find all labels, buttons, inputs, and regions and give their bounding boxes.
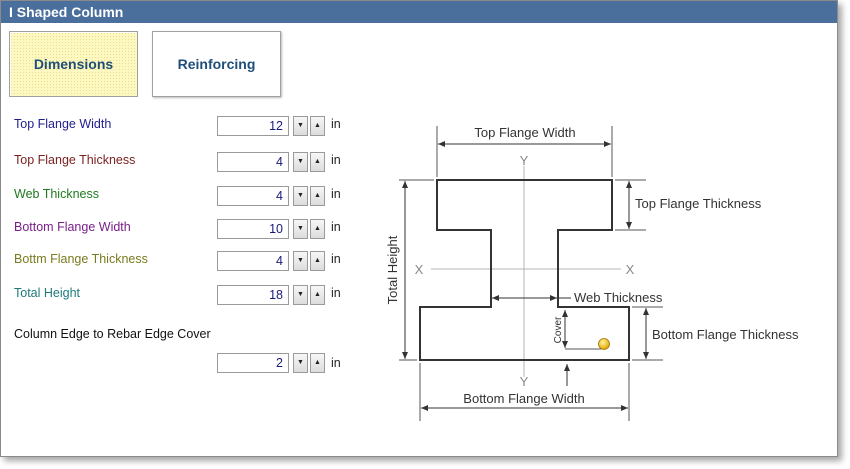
top-flange-width-increment[interactable]: ▲ (310, 116, 325, 136)
x-axis-label-left: X (415, 262, 424, 277)
bottom-flange-width-decrement[interactable]: ▼ (293, 219, 308, 239)
total-height-decrement[interactable]: ▼ (293, 285, 308, 305)
top-flange-thickness-input[interactable]: 4 (217, 152, 289, 172)
cover-unit: in (331, 356, 341, 370)
i-section-outline (419, 179, 630, 361)
top-flange-width-label: Top Flange Width (14, 117, 112, 131)
bottom-flange-thickness-decrement[interactable]: ▼ (293, 251, 308, 271)
bottom-flange-width-label: Bottom Flange Width (14, 220, 131, 234)
cover-input[interactable]: 2 (217, 353, 289, 373)
cover-increment[interactable]: ▲ (310, 353, 325, 373)
top-flange-width-decrement[interactable]: ▼ (293, 116, 308, 136)
i-section-diagram: Top Flange Width Top Flange Thickness To… (385, 125, 799, 421)
top-flange-thickness-label: Top Flange Thickness (14, 153, 136, 167)
total-height-label: Total Height (14, 286, 81, 300)
top-flange-thickness-unit: in (331, 153, 341, 167)
tab-dimensions[interactable]: Dimensions (9, 31, 138, 97)
cover-caption: Cover (553, 316, 564, 343)
top-flange-width-caption: Top Flange Width (474, 125, 575, 140)
bottom-flange-thickness-caption: Bottom Flange Thickness (652, 327, 799, 342)
bottom-flange-thickness-increment[interactable]: ▲ (310, 251, 325, 271)
web-thickness-label: Web Thickness (14, 187, 99, 201)
bottom-flange-width-input[interactable]: 10 (217, 219, 289, 239)
bottom-flange-width-caption: Bottom Flange Width (463, 391, 584, 406)
web-thickness-caption: Web Thickness (574, 290, 663, 305)
top-flange-thickness-caption: Top Flange Thickness (635, 196, 762, 211)
web-thickness-input[interactable]: 4 (217, 186, 289, 206)
top-flange-thickness-decrement[interactable]: ▼ (293, 152, 308, 172)
bottom-flange-thickness-label: Bottm Flange Thickness (14, 252, 148, 266)
bottom-flange-width-unit: in (331, 220, 341, 234)
total-height-input[interactable]: 18 (217, 285, 289, 305)
rebar-icon (598, 338, 610, 350)
tab-reinforcing[interactable]: Reinforcing (152, 31, 281, 97)
window-title: I Shaped Column (9, 4, 124, 20)
bottom-flange-thickness-unit: in (331, 252, 341, 266)
y-axis-label-top: Y (520, 153, 529, 168)
top-flange-width-unit: in (331, 117, 341, 131)
bottom-flange-thickness-input[interactable]: 4 (217, 251, 289, 271)
column-window: I Shaped Column Dimensions Reinforcing T… (0, 0, 838, 457)
total-height-unit: in (331, 286, 341, 300)
web-thickness-decrement[interactable]: ▼ (293, 186, 308, 206)
y-axis-label-bottom: Y (520, 374, 529, 389)
bottom-flange-width-increment[interactable]: ▲ (310, 219, 325, 239)
web-thickness-increment[interactable]: ▲ (310, 186, 325, 206)
total-height-caption: Total Height (385, 235, 400, 304)
top-flange-thickness-increment[interactable]: ▲ (310, 152, 325, 172)
total-height-increment[interactable]: ▲ (310, 285, 325, 305)
cover-label: Column Edge to Rebar Edge Cover (14, 327, 211, 341)
x-axis-label-right: X (626, 262, 635, 277)
cover-decrement[interactable]: ▼ (293, 353, 308, 373)
title-bar: I Shaped Column (1, 1, 837, 23)
web-thickness-unit: in (331, 187, 341, 201)
top-flange-width-input[interactable]: 12 (217, 116, 289, 136)
